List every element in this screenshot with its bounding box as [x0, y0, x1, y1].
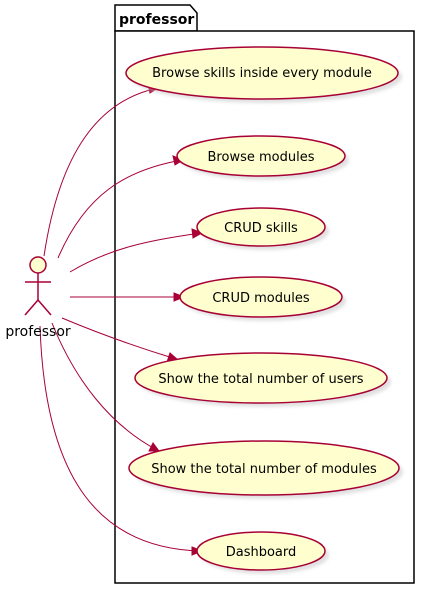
association-browse-modules	[57, 159, 183, 259]
actor-professor[interactable]: professor	[5, 256, 71, 340]
use-case-ellipse	[125, 46, 399, 100]
use-case-dashboard[interactable]: Dashboard	[196, 531, 329, 574]
use-case-ellipse	[196, 531, 326, 571]
use-case-total-users[interactable]: Show the total number of users	[134, 352, 391, 407]
arrowhead-icon	[173, 292, 186, 302]
actor-label: professor	[5, 324, 71, 340]
use-case-ellipse	[196, 207, 326, 247]
use-case-ellipse	[176, 135, 346, 177]
arrowhead-icon	[191, 228, 204, 239]
use-case-label: Dashboard	[226, 545, 297, 560]
association-dashboard	[39, 325, 201, 552]
use-case-crud-skills[interactable]: CRUD skills	[196, 207, 329, 250]
association-total-users	[61, 317, 177, 360]
use-case-ellipse	[134, 352, 388, 404]
use-case-browse-skills[interactable]: Browse skills inside every module	[125, 46, 402, 103]
use-case-ellipse	[179, 276, 343, 318]
arrowhead-icon	[148, 442, 160, 452]
use-case-label: Show the total number of modules	[151, 462, 377, 477]
actor-head-icon	[29, 256, 47, 274]
actor-right-leg	[37, 299, 52, 316]
package-title: professor	[119, 12, 194, 28]
use-case-label: CRUD skills	[224, 221, 298, 236]
use-case-label: CRUD modules	[212, 291, 309, 306]
association-crud-skills	[69, 232, 202, 273]
use-case-crud-modules[interactable]: CRUD modules	[179, 276, 346, 321]
use-case-label: Browse skills inside every module	[152, 66, 372, 81]
association-browse-skills	[43, 87, 159, 257]
use-case-total-modules[interactable]: Show the total number of modules	[128, 440, 403, 499]
actor-left-leg	[24, 299, 39, 316]
use-case-browse-modules[interactable]: Browse modules	[176, 135, 349, 180]
association-total-modules	[51, 322, 158, 451]
use-case-label: Browse modules	[208, 150, 315, 165]
package-tab	[114, 4, 198, 32]
use-case-ellipse	[128, 440, 400, 496]
use-case-label: Show the total number of users	[158, 372, 363, 387]
